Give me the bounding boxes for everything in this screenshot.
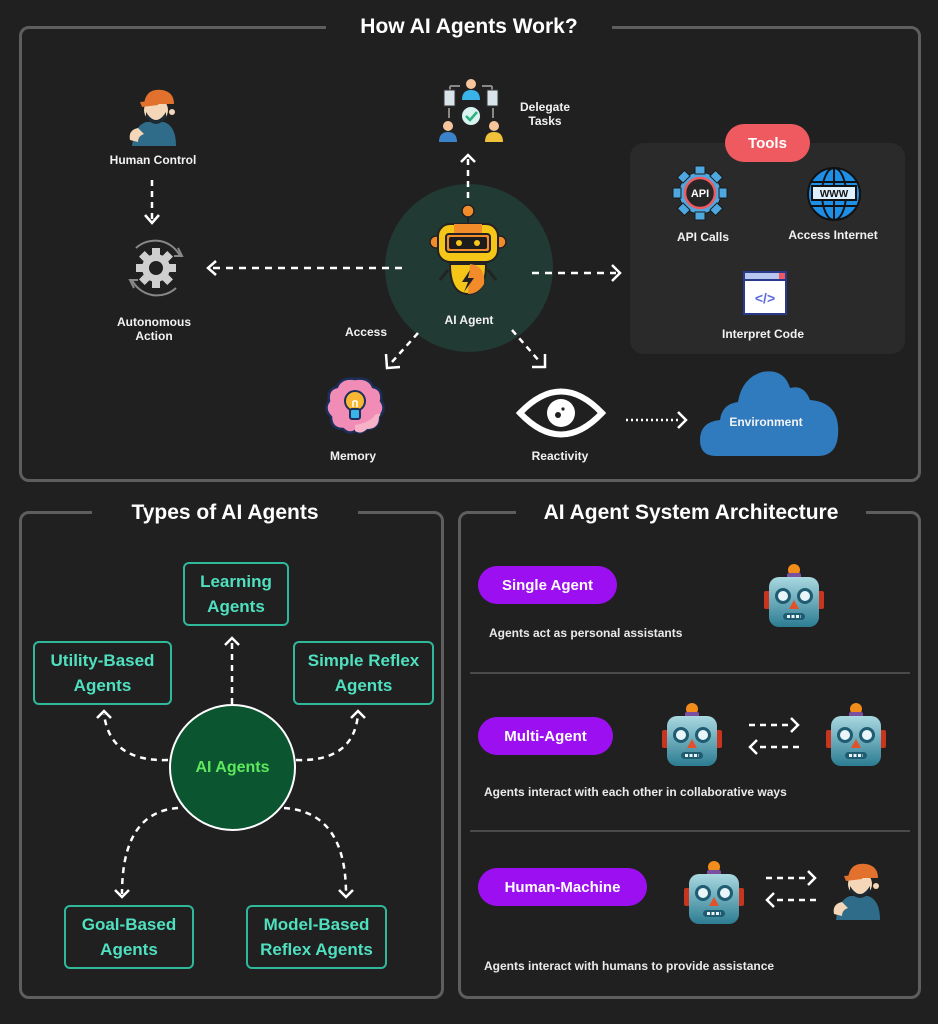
tools-panel	[630, 143, 905, 354]
how-it-works-title: How AI Agents Work?	[326, 12, 612, 42]
robot-agent-icon	[429, 204, 507, 296]
api-gear-icon: API	[672, 165, 728, 221]
robot-face-icon	[763, 563, 825, 629]
api-glyph: API	[691, 188, 709, 200]
bidirectional-arrows-icon	[765, 870, 817, 908]
code-glyph: </>	[755, 290, 775, 306]
arrow-agent-to-memory	[384, 332, 419, 370]
arrow-agent-to-delegate	[460, 153, 476, 198]
robot-face-icon	[683, 860, 745, 926]
reactivity-label: Reactivity	[531, 449, 589, 463]
api-calls-label: API Calls	[676, 230, 730, 244]
robot-face-icon	[661, 702, 723, 768]
gear-cycle-icon	[128, 239, 184, 297]
tools-badge: Tools	[725, 124, 810, 162]
human-machine-description: Agents interact with humans to provide a…	[484, 959, 775, 973]
arrow-agent-to-reactivity	[511, 329, 547, 369]
arrows-layer	[144, 153, 688, 429]
globe-www-icon: WWW	[807, 167, 861, 221]
memory-label: Memory	[329, 449, 376, 463]
arrow-human-to-autonomous	[144, 180, 160, 225]
delegate-tasks-icon	[439, 79, 503, 142]
access-label: Access	[344, 325, 388, 339]
arrow-to-model	[283, 806, 354, 899]
delegate-tasks-label: Delegate Tasks	[519, 100, 571, 128]
types-center-label: AI Agents	[195, 758, 270, 776]
environment-label: Environment	[729, 415, 803, 429]
interpret-code-label: Interpret Code	[721, 327, 804, 341]
www-glyph: WWW	[820, 189, 849, 200]
row-divider	[470, 830, 910, 832]
multi-agent-description: Agents interact with each other in colla…	[484, 785, 787, 799]
arrow-agent-to-tools	[532, 264, 622, 282]
human-avatar-icon	[129, 89, 176, 146]
environment-cloud-icon	[700, 371, 839, 456]
ai-agent-label: AI Agent	[444, 313, 494, 327]
brain-bulb-icon	[325, 377, 385, 434]
arrow-reactivity-to-environment	[626, 411, 688, 429]
types-center-circle: AI Agents	[169, 704, 296, 831]
types-title: Types of AI Agents	[92, 498, 358, 528]
arrow-to-goal	[114, 806, 179, 899]
access-internet-label: Access Internet	[788, 228, 878, 242]
arrow-agent-to-autonomous	[206, 260, 402, 276]
autonomous-action-label: Autonomous Action	[117, 315, 191, 343]
human-machine-pill: Human-Machine	[478, 868, 647, 906]
code-window-icon: </>	[743, 271, 787, 315]
eye-icon	[515, 388, 607, 438]
human-control-label: Human Control	[109, 153, 197, 167]
multi-agent-pill: Multi-Agent	[478, 717, 613, 755]
single-agent-description: Agents act as personal assistants	[489, 626, 683, 640]
single-agent-pill: Single Agent	[478, 566, 617, 604]
arrow-to-simple-reflex	[295, 709, 366, 762]
arrow-to-learning	[224, 636, 240, 704]
row-divider	[470, 672, 910, 674]
human-avatar-icon	[833, 863, 880, 920]
architecture-title: AI Agent System Architecture	[516, 498, 866, 528]
bidirectional-arrows-icon	[748, 717, 800, 755]
arrow-to-utility	[96, 709, 169, 762]
robot-face-icon	[825, 702, 887, 768]
